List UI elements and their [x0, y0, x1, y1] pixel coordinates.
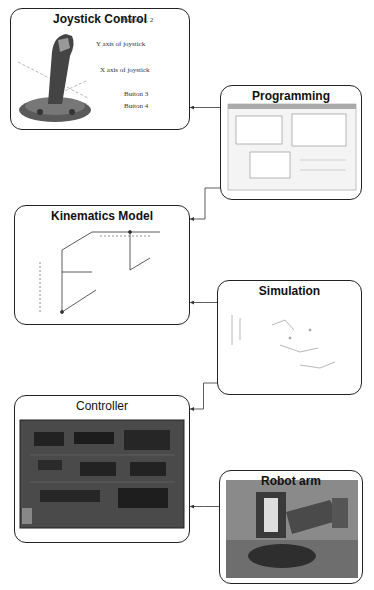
box-title: Programming	[221, 86, 361, 103]
flow-arrow	[190, 107, 220, 108]
part-label: Button 1, 2	[122, 16, 153, 24]
process-box: Controller	[14, 395, 190, 543]
box-title: Simulation	[218, 281, 361, 298]
flow-arrow	[190, 383, 217, 409]
flow-arrow	[190, 506, 219, 507]
process-box: Programming	[220, 85, 362, 200]
part-label: Button 3	[124, 90, 148, 98]
part-label: X axis of joystick	[100, 66, 150, 74]
process-box: Robot arm	[219, 470, 363, 584]
kinematic-frames	[40, 231, 160, 314]
process-box: Simulation	[217, 280, 362, 395]
part-label: Button 4	[124, 102, 148, 110]
program-screenshot	[228, 104, 356, 190]
joystick-picture	[18, 34, 91, 122]
box-title: Controller	[15, 396, 189, 413]
flow-arrow	[190, 302, 217, 303]
box-title: Joystick Control	[11, 9, 189, 26]
controller-board	[20, 420, 184, 528]
robot-arm-photo	[226, 480, 358, 578]
box-title: Kinematics Model	[15, 206, 189, 223]
flow-arrow	[190, 188, 220, 219]
process-box: Kinematics Model	[14, 205, 190, 325]
box-title: Robot arm	[220, 471, 362, 488]
simulation-plot	[232, 315, 335, 368]
part-label: Y axis of joystick	[96, 40, 145, 48]
